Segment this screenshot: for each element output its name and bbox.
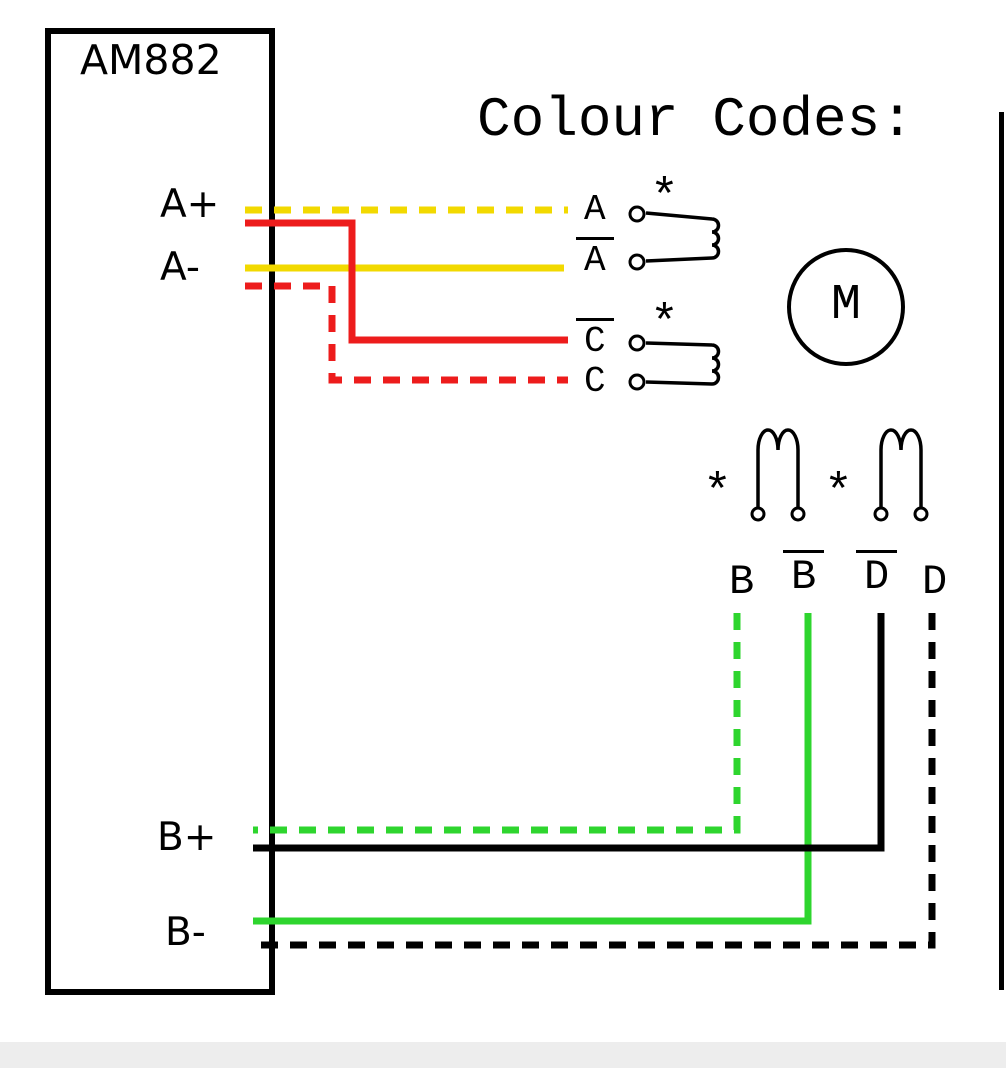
wire-bplus-to-dbar (253, 613, 885, 852)
cropped-right-edge-line (999, 112, 1004, 990)
terminal-dbar-circle (873, 506, 889, 522)
page-title: Colour Codes: (477, 88, 914, 152)
phase-label-b-bar: B (783, 550, 825, 598)
coil-winding-a (645, 211, 721, 263)
phase-label-a: A (584, 189, 606, 230)
terminal-label-a-plus: A+ (160, 182, 220, 227)
coil-winding-b (756, 428, 800, 508)
coil-winding-d (879, 428, 923, 508)
terminal-cbar-circle (628, 334, 646, 352)
phase-label-c-bar: C (576, 318, 614, 360)
wire-bminus-to-d (253, 613, 936, 949)
overline-c: C (576, 318, 614, 360)
motor-label: M (830, 277, 861, 334)
phase-label-b: B (729, 558, 755, 606)
phase-label-d-bar: D (856, 550, 898, 598)
phase-label-a-bar: A (576, 237, 614, 279)
terminal-d-circle (913, 506, 929, 522)
bottom-gray-band (0, 1042, 1006, 1068)
terminal-label-b-minus: B- (165, 910, 206, 955)
terminal-b-circle (750, 506, 766, 522)
phase-label-d: D (922, 558, 948, 606)
terminal-label-b-plus: B+ (157, 815, 217, 860)
phase-label-c: C (584, 361, 606, 402)
motor-circle (787, 248, 905, 366)
terminal-c-circle (628, 373, 646, 391)
wire-aminus-to-c (245, 282, 568, 384)
overline-b: B (783, 550, 825, 598)
terminal-a-circle (628, 205, 646, 223)
overline-d: D (856, 550, 898, 598)
wire-bplus-to-b (253, 613, 741, 834)
polarity-asterisk-d: * (824, 467, 853, 521)
polarity-asterisk-a: * (650, 172, 679, 226)
terminal-abar-circle (628, 253, 646, 271)
polarity-asterisk-c: * (650, 298, 679, 352)
wire-aplus-to-cbar (245, 219, 568, 344)
coil-winding-c (645, 341, 721, 386)
terminal-label-a-minus: A- (160, 245, 200, 290)
driver-outline (45, 28, 275, 995)
overline-a: A (576, 237, 614, 279)
driver-name-label: AM882 (80, 36, 222, 84)
terminal-bbar-circle (790, 506, 806, 522)
wire-bminus-to-bbar (253, 613, 812, 925)
polarity-asterisk-b: * (703, 467, 732, 521)
